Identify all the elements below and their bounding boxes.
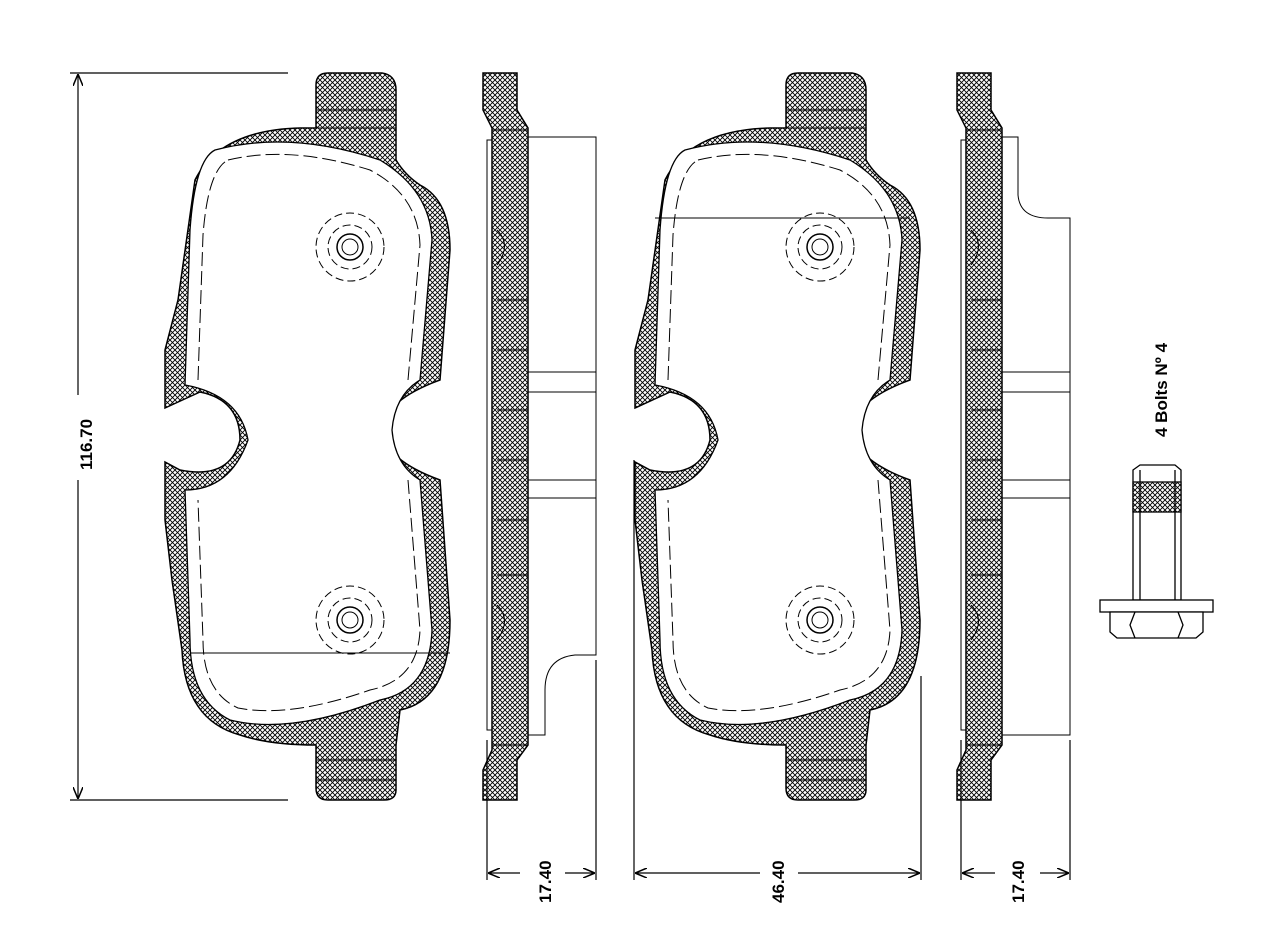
thickness-dimension-left-label: 17.40 (536, 860, 555, 903)
width-dimension (633, 460, 922, 880)
thickness-dimension-right (960, 740, 1071, 880)
bolt (1099, 464, 1214, 639)
side-view-right (956, 72, 1071, 801)
side-view-left (482, 72, 597, 801)
brake-pad-front-view-left (164, 72, 451, 801)
thickness-dimension-right-label: 17.40 (1009, 860, 1028, 903)
height-dimension-label: 116.70 (77, 419, 96, 470)
height-dimension (70, 72, 288, 801)
bolt-label: 4 Bolts Nº 4 (1152, 342, 1171, 437)
thickness-dimension-left (486, 660, 597, 880)
width-dimension-label: 46.40 (769, 860, 788, 903)
brake-pad-front-view-right (634, 72, 921, 801)
